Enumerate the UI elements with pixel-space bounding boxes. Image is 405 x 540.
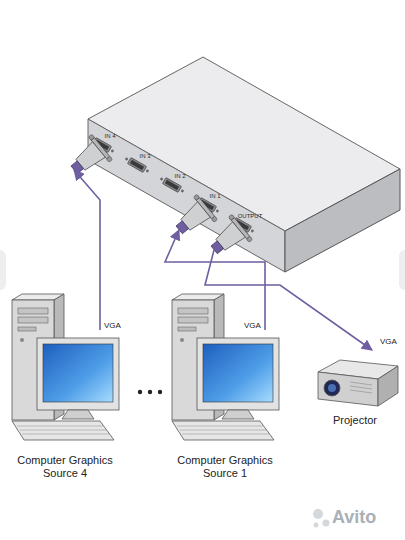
vga-port: [130, 160, 144, 170]
port-label: IN 4: [104, 133, 115, 139]
projector-device: Projector: [305, 350, 405, 427]
carousel-tab: [0, 250, 6, 290]
vga-plug: [204, 214, 253, 263]
vga-port: [127, 158, 146, 173]
port-label: OUTPUT: [238, 213, 263, 219]
vga-port: [165, 180, 179, 190]
computer-icon: [172, 294, 279, 440]
projector-icon: [324, 380, 340, 396]
cable-label: VGA: [380, 338, 397, 346]
device-label: Computer Graphics Source 4: [0, 454, 130, 480]
device-label: Computer Graphics Source 1: [160, 454, 290, 480]
port-label: IN 1: [209, 193, 220, 199]
vga-cable: [205, 250, 372, 350]
computer-icon: [12, 294, 119, 440]
vga-plug: [64, 134, 113, 183]
ellipsis-dots: [158, 390, 162, 394]
projector-icon: [350, 390, 372, 393]
watermark-logo: [313, 509, 323, 519]
ellipsis-dots: [148, 390, 152, 394]
vga-cable: [74, 170, 100, 330]
vga-port: [251, 229, 255, 233]
vga-plug: [64, 134, 253, 263]
port-label: IN 2: [174, 173, 185, 179]
carousel-tab: [399, 250, 405, 290]
watermark-logo: [314, 523, 319, 528]
vga-cable: [165, 230, 265, 330]
cable-label: VGA: [244, 322, 261, 330]
projector-icon: [350, 386, 372, 389]
computer-source: Computer Graphics Source 4: [0, 330, 130, 480]
vga-port: [146, 169, 150, 173]
device-label: Projector: [305, 414, 405, 427]
switcher-housing: [285, 169, 400, 272]
cable-label: VGA: [104, 322, 121, 330]
switcher-box: IN 4 IN 3 IN 2 IN 1 OUTPUT: [70, 40, 405, 285]
vga-port: [162, 178, 181, 193]
vga-plug: [71, 161, 84, 174]
projector-icon: [378, 366, 398, 406]
switcher-housing: [88, 57, 400, 272]
computer-source: Computer Graphics Source 1: [160, 330, 290, 480]
projector-icon: [350, 382, 372, 385]
ellipsis-dots: [138, 390, 162, 394]
switcher-housing: [88, 119, 285, 272]
vga-port: [111, 149, 115, 153]
vga-port: [216, 209, 220, 213]
watermark-logo: [313, 509, 330, 528]
vga-port: [89, 135, 256, 234]
watermark-logo: [323, 520, 330, 527]
vga-port: [125, 157, 129, 161]
projector-icon: [328, 384, 336, 392]
projector-icon: [318, 360, 398, 406]
watermark: Avito: [332, 508, 376, 526]
port-label: IN 3: [139, 153, 150, 159]
projector-icon: [318, 372, 378, 406]
vga-port: [160, 177, 164, 181]
ellipsis-dots: [138, 390, 142, 394]
vga-port: [181, 189, 185, 193]
